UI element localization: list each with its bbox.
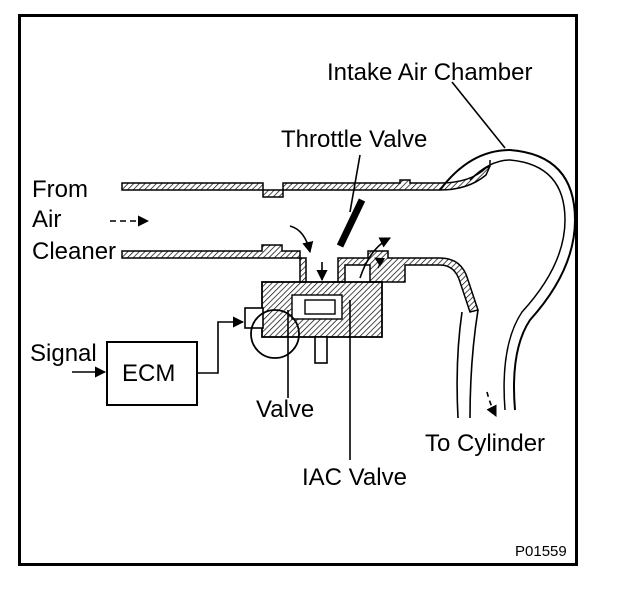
figure-code: P01559	[515, 543, 567, 560]
throttle-valve-plate	[336, 198, 366, 248]
label-ecm: ECM	[122, 360, 176, 387]
intake-air-chamber	[439, 148, 577, 411]
lower-pipe-wall-2	[332, 250, 479, 313]
ecm-box	[106, 341, 198, 406]
label-intake-air-chamber: Intake Air Chamber	[327, 59, 533, 86]
iac-valve-spool	[304, 299, 336, 315]
diagram-frame	[18, 14, 578, 566]
label-air: Air	[32, 206, 62, 233]
label-cleaner: Cleaner	[32, 238, 117, 265]
ecm-output-line	[197, 316, 245, 374]
chamber-leader	[451, 81, 506, 149]
airflow-arrow-return	[374, 257, 386, 269]
label-valve: Valve	[256, 396, 315, 423]
label-iac-valve: IAC Valve	[302, 464, 407, 491]
airflow-arrow-cylinder	[486, 391, 497, 418]
iac-outlet-pipe	[314, 336, 328, 364]
label-to-cylinder: To Cylinder	[425, 430, 546, 457]
airflow-arrow-up	[359, 237, 392, 279]
label-throttle-valve: Throttle Valve	[281, 126, 428, 153]
iac-coil	[250, 309, 300, 359]
throttle-leader	[349, 154, 361, 213]
label-from: From	[32, 176, 88, 203]
upper-pipe-wall	[121, 160, 491, 198]
label-signal: Signal	[30, 340, 97, 367]
runner-wall	[456, 309, 479, 419]
lower-pipe-wall	[121, 244, 307, 283]
iac-connector	[244, 307, 264, 329]
airflow-arrow-bypass	[289, 225, 314, 254]
intake-air-chamber-inner	[469, 159, 566, 411]
